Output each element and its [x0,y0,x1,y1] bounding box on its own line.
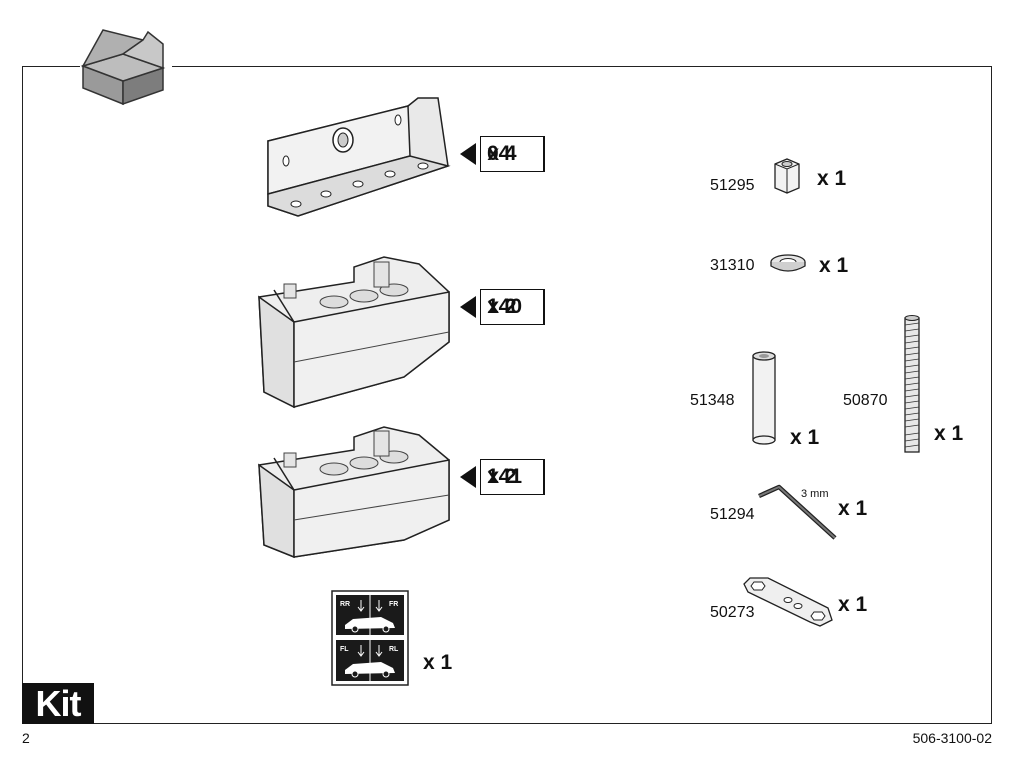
document-number: 506-3100-02 [912,730,992,746]
nut-drawing [774,158,800,194]
part-number-31310: 31310 [710,257,755,274]
foot-pad-140-drawing [258,256,450,409]
wrench-plate-drawing [743,577,833,627]
pointer-arrow-icon [460,296,476,318]
sticker-label-rl: RL [389,646,399,653]
sticker-sheet-drawing: RR FR FL RL [331,590,409,686]
page-frame [22,66,992,724]
part-number-51294: 51294 [710,506,755,523]
hex-key-dimension: 3 mm [801,488,829,500]
quantity-51294: x 1 [838,497,868,520]
part-tag-140: 140 x 2 [460,289,545,325]
sticker-label-fr: FR [389,601,398,608]
quantity-51295: x 1 [817,167,847,190]
part-number-50273: 50273 [710,604,755,621]
washer-drawing [770,254,806,272]
sticker-label-rr: RR [340,601,350,608]
quantity-50870: x 1 [934,422,964,445]
hex-key-drawing [758,484,837,540]
part-code: 04 [481,137,544,171]
quantity-50273: x 1 [838,593,868,616]
part-number-50870: 50870 [843,392,888,409]
part-tag-04: 04 x 4 [460,136,545,172]
pointer-arrow-icon [460,466,476,488]
part-quantity: x 2 [487,295,517,318]
part-code: 140 [481,290,544,324]
sticker-label-fl: FL [340,646,349,653]
threaded-rod-drawing [904,315,920,453]
kit-badge: Kit [22,683,94,724]
pointer-arrow-icon [460,143,476,165]
foot-pad-141-drawing [258,426,450,559]
part-number-51295: 51295 [710,177,755,194]
page-number: 2 [22,730,30,746]
part-quantity: x 4 [487,142,517,165]
open-box-icon [80,29,166,106]
quantity-51348: x 1 [790,426,820,449]
bracket-04-drawing [267,97,451,217]
sticker-sheet-quantity: x 1 [423,651,453,674]
part-number-51348: 51348 [690,392,735,409]
part-code: 141 [481,460,544,494]
part-quantity: x 2 [487,465,517,488]
quantity-31310: x 1 [819,254,849,277]
spacer-tube-drawing [752,351,776,445]
part-tag-141: 141 x 2 [460,459,545,495]
